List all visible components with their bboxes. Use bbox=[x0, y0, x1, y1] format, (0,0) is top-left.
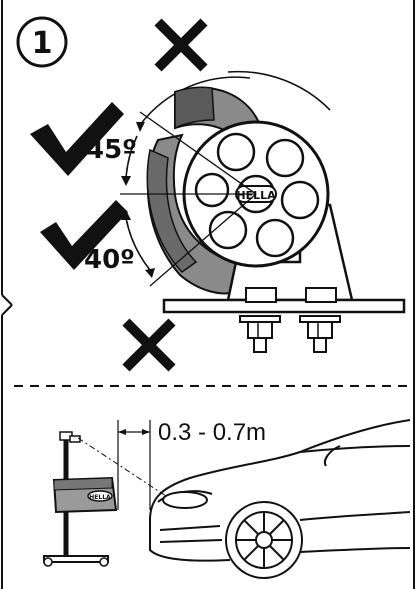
horn-logo: HELLA bbox=[236, 189, 276, 202]
mounting-plate bbox=[162, 287, 406, 353]
step-number: 1 bbox=[32, 26, 53, 61]
check-icon bbox=[30, 102, 124, 176]
car-illustration bbox=[149, 419, 411, 579]
lower-angle-label: 40º bbox=[84, 245, 135, 275]
distance-dimension bbox=[117, 420, 151, 510]
angle-arrowheads bbox=[121, 122, 155, 278]
step-number-badge: 1 bbox=[16, 16, 68, 68]
cross-icon bbox=[154, 18, 208, 72]
cross-icon bbox=[122, 318, 176, 372]
check-icon bbox=[40, 200, 128, 270]
tester-logo: HELLA bbox=[89, 494, 111, 501]
distance-label: 0.3 - 0.7m bbox=[158, 419, 266, 446]
beam-line bbox=[77, 437, 173, 501]
headlight-tester: HELLA bbox=[43, 431, 118, 567]
angle-guide-lines bbox=[120, 111, 257, 287]
